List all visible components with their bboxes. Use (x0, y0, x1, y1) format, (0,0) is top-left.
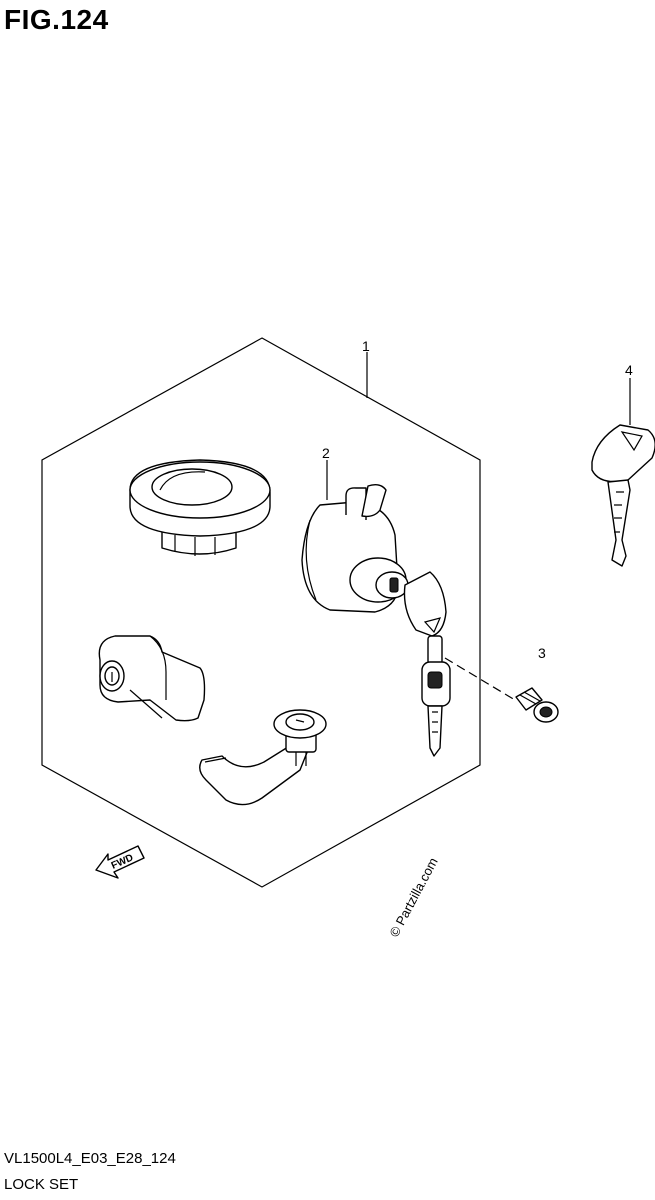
kit-boundary (41, 337, 481, 888)
helmet-lock (199, 709, 327, 806)
callout-1: 1 (362, 338, 370, 354)
spare-key (591, 424, 655, 567)
forward-arrow-icon: FWD (95, 845, 145, 879)
watermark-text: © Partzilla.com (386, 855, 440, 939)
figure-title: FIG.124 (4, 4, 109, 35)
seat-lock-cylinder (301, 483, 409, 613)
screw (515, 687, 559, 723)
side-cover-lock (98, 635, 206, 722)
section-name: LOCK SET (4, 1176, 79, 1193)
callout-2: 2 (322, 445, 330, 461)
ignition-key-in-lock (403, 571, 451, 757)
callout-4: 4 (625, 362, 633, 378)
callout-3: 3 (538, 645, 546, 661)
fuel-cap-lock (129, 459, 271, 556)
model-code: VL1500L4_E03_E28_124 (4, 1150, 176, 1167)
